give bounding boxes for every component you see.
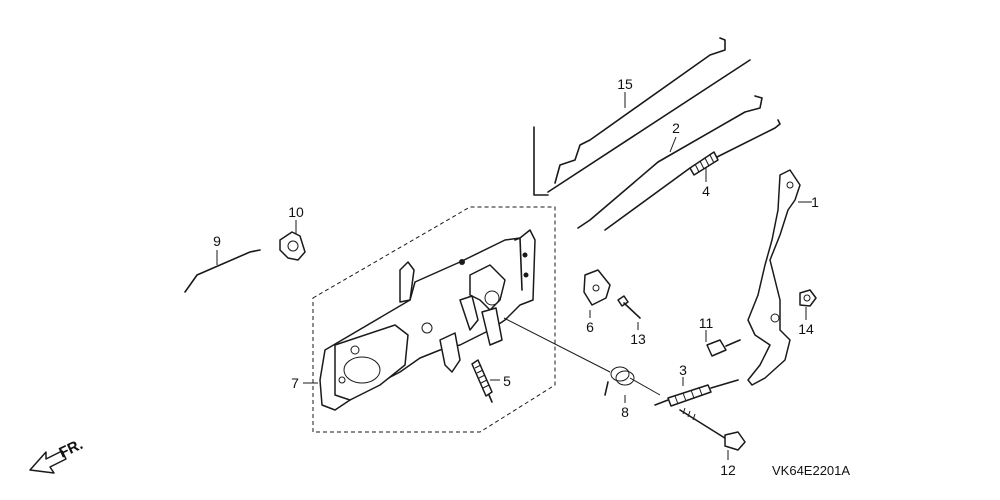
choke-rod <box>184 249 261 293</box>
front-arrow-icon <box>29 450 67 474</box>
callout-4: 4 <box>702 183 710 199</box>
callout-7: 7 <box>291 375 299 391</box>
callout-10: 10 <box>288 204 304 220</box>
leader-lines <box>216 92 812 460</box>
callout-1: 1 <box>811 194 819 210</box>
flange-bolt <box>679 407 746 451</box>
callout-3: 3 <box>679 362 687 378</box>
diagram-code: VK64E2201A <box>772 463 850 478</box>
callout-12: 12 <box>720 462 736 478</box>
callout-8: 8 <box>621 404 629 420</box>
callout-2: 2 <box>672 120 680 136</box>
callout-9: 9 <box>213 233 221 249</box>
control-rod <box>533 37 751 196</box>
front-label: FR. <box>57 436 86 462</box>
governor-spring <box>604 119 781 231</box>
callout-11: 11 <box>699 315 714 331</box>
return-spring <box>471 359 493 403</box>
rod-clip <box>279 231 306 261</box>
control-lever <box>747 169 801 386</box>
control-base-plate <box>319 229 536 411</box>
assembly-outline <box>312 206 556 433</box>
governor-lever-spring <box>503 317 661 396</box>
callout-13: 13 <box>630 331 646 347</box>
clamp-screw <box>617 295 641 319</box>
throttle-rod <box>577 95 763 229</box>
callout-14: 14 <box>798 321 814 337</box>
front-direction-indicator: FR. <box>29 436 86 474</box>
cable-clamp <box>583 269 611 306</box>
lever-spring <box>654 379 739 407</box>
flange-nut <box>799 289 817 307</box>
square-nut <box>706 339 741 357</box>
callout-15: 15 <box>617 76 633 92</box>
callout-5: 5 <box>503 373 511 389</box>
callout-6: 6 <box>586 319 594 335</box>
